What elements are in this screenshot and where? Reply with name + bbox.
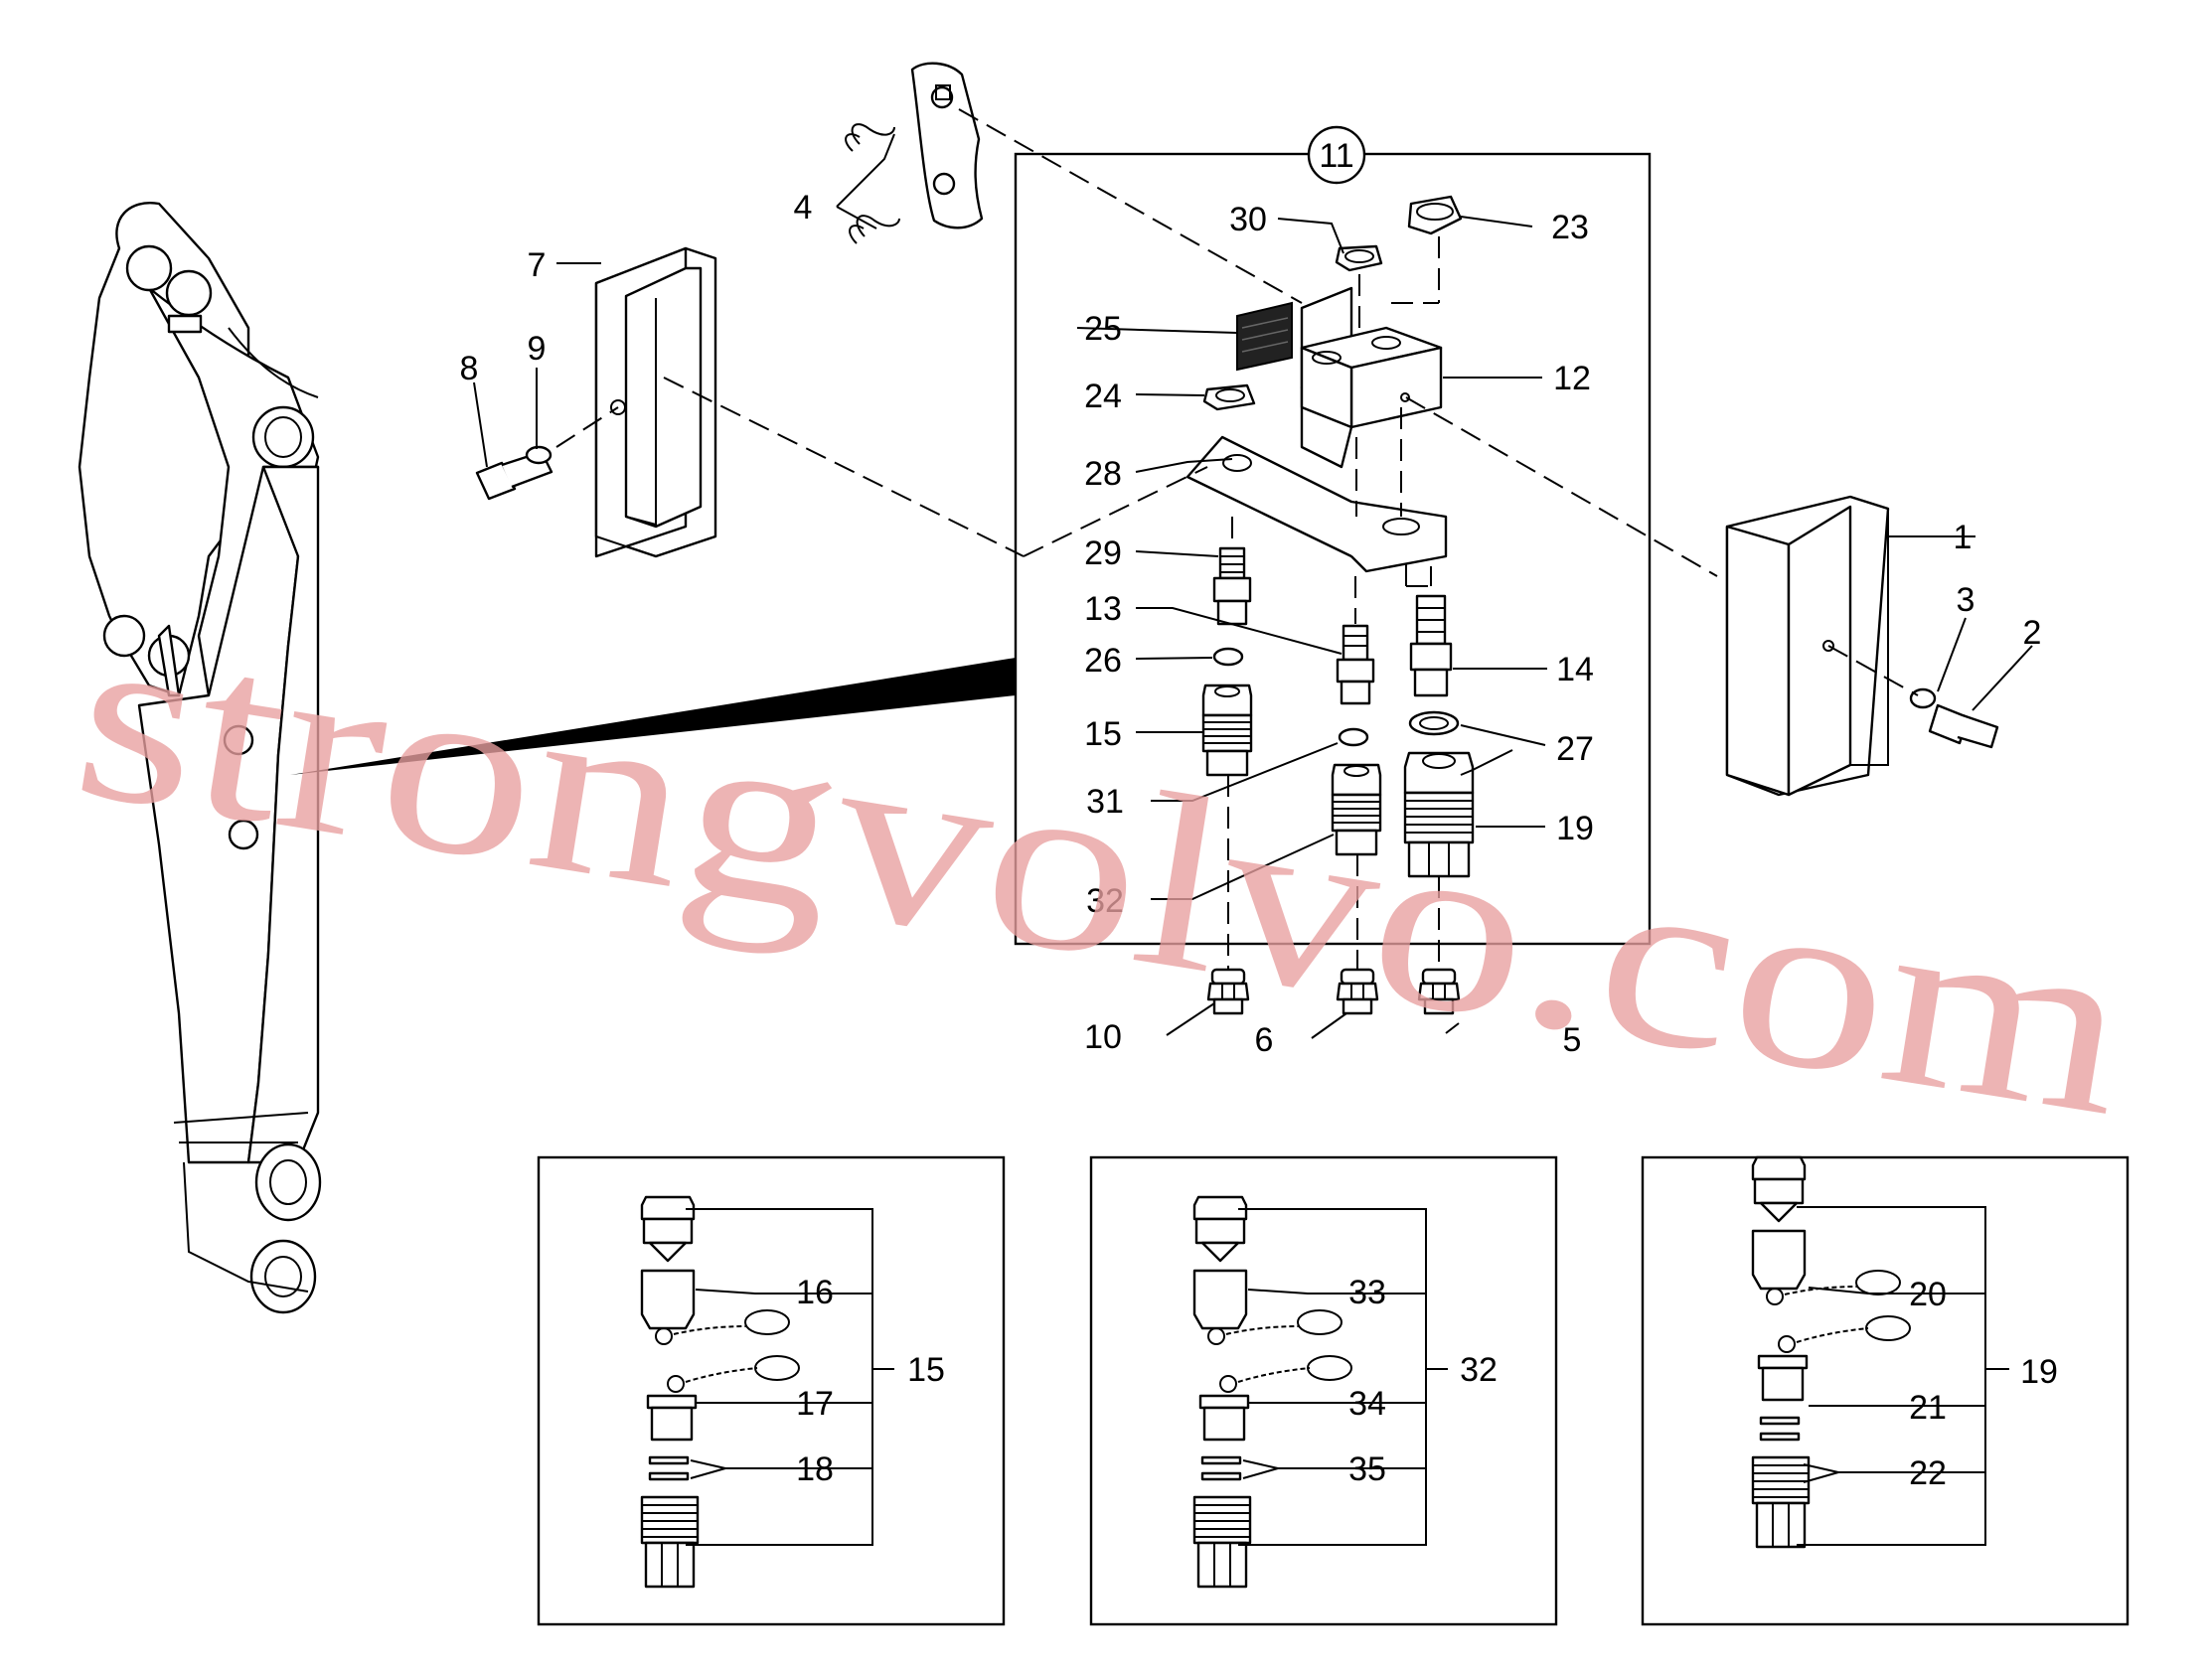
nut-24 — [1202, 383, 1256, 411]
detail-15-c: 18 — [796, 1450, 834, 1488]
callout-3: 3 — [1957, 581, 1975, 619]
callout-12: 12 — [1553, 360, 1591, 397]
callout-30: 30 — [1229, 201, 1267, 238]
nut-23 — [1407, 195, 1463, 235]
washer-27 — [1408, 710, 1460, 736]
callout-15: 15 — [1084, 715, 1122, 753]
bracket-7 — [594, 246, 717, 558]
detail-19-group: 19 — [2020, 1353, 2058, 1391]
detail-32-b: 34 — [1348, 1385, 1386, 1423]
callout-29: 29 — [1084, 534, 1122, 572]
leader-lines — [473, 133, 2033, 1039]
detail-32-group: 32 — [1460, 1351, 1498, 1389]
washer-3 — [1909, 687, 1937, 709]
detail-32-a: 33 — [1348, 1274, 1386, 1311]
callout-labels: 1 2 3 4 5 6 7 8 9 10 11 12 13 14 15 19 2… — [460, 137, 2058, 1492]
callout-14: 14 — [1556, 651, 1594, 688]
plate-12 — [1300, 286, 1443, 469]
callout-19: 19 — [1556, 810, 1594, 847]
detail-15-group: 15 — [907, 1351, 945, 1389]
callout-23: 23 — [1551, 209, 1589, 246]
detail-box-19 — [1641, 1155, 2130, 1626]
bracket-1 — [1725, 495, 1890, 797]
callout-31: 31 — [1086, 783, 1124, 821]
assembly-lines — [555, 108, 1919, 969]
callout-1: 1 — [1954, 519, 1973, 556]
pin-chain-4 — [845, 62, 984, 244]
detail-box-32 — [1089, 1155, 1558, 1626]
callout-25: 25 — [1084, 310, 1122, 348]
callout-4: 4 — [794, 189, 813, 227]
detail-32-c: 35 — [1348, 1450, 1386, 1488]
callout-7: 7 — [528, 246, 547, 284]
callout-32: 32 — [1086, 882, 1124, 920]
callout-10: 10 — [1084, 1018, 1122, 1056]
callout-circle-11 — [1307, 125, 1366, 185]
callout-2: 2 — [2023, 614, 2042, 652]
callout-8: 8 — [460, 350, 479, 387]
callout-24: 24 — [1084, 378, 1122, 415]
bolt-2 — [1928, 703, 1999, 749]
callout-6: 6 — [1255, 1021, 1274, 1059]
detail-19-c: 22 — [1909, 1454, 1947, 1492]
fitting-14 — [1409, 594, 1453, 697]
detail-15-a: 16 — [796, 1274, 834, 1311]
boom-arm — [78, 202, 322, 1314]
label-plate-25 — [1236, 301, 1293, 372]
fitting-29 — [1212, 546, 1252, 626]
callout-13: 13 — [1084, 590, 1122, 628]
callout-5: 5 — [1563, 1021, 1582, 1059]
bracket-plate-28 — [1185, 435, 1448, 573]
washer-9 — [525, 445, 553, 465]
callout-27: 27 — [1556, 730, 1594, 768]
detail-19-a: 20 — [1909, 1276, 1947, 1313]
zoom-wedge — [290, 658, 1016, 775]
callout-26: 26 — [1084, 642, 1122, 680]
callout-11: 11 — [1319, 137, 1353, 175]
detail-box-15 — [537, 1155, 1006, 1626]
washer-31 — [1338, 727, 1369, 747]
callout-9: 9 — [528, 330, 547, 368]
washer-26 — [1212, 647, 1244, 667]
callout-28: 28 — [1084, 455, 1122, 493]
detail-19-b: 21 — [1909, 1389, 1947, 1427]
nut-30 — [1335, 244, 1383, 272]
fitting-13 — [1336, 624, 1375, 705]
detail-15-b: 17 — [796, 1385, 834, 1423]
